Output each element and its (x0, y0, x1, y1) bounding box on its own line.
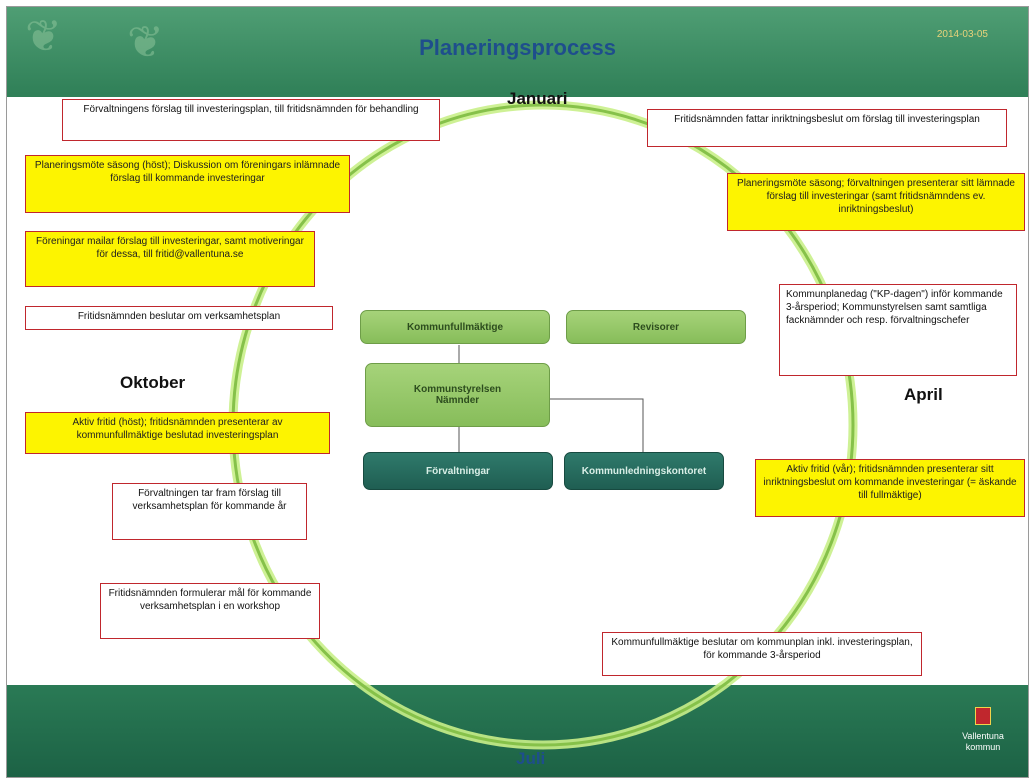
logo-line-2: kommun (965, 741, 1001, 752)
org-management-office: Kommunledningskontoret (564, 452, 724, 490)
step-direction-decision: Fritidsnämnden fattar inriktningsbeslut … (647, 109, 1007, 147)
step-active-leisure-spring: Aktiv fritid (vår); fritidsnämnden prese… (755, 459, 1025, 517)
org-board-committees: Kommunstyrelsen Nämnder (365, 363, 550, 427)
month-july: Juli (516, 749, 546, 768)
header-band: ❦ ❦ (7, 7, 1028, 97)
connector-board-office (550, 398, 644, 452)
crest-icon (975, 707, 991, 725)
org-council: Kommunfullmäktige (360, 310, 550, 344)
step-planning-meeting-spring: Planeringsmöte säsong; förvaltningen pre… (727, 173, 1025, 231)
vallentuna-logo: Vallentuna kommun (948, 707, 1018, 752)
org-administrations: Förvaltningar (363, 452, 553, 490)
month-january: Januari (507, 89, 568, 108)
wheat-decoration-icon: ❦ (25, 12, 62, 61)
org-auditors: Revisorer (566, 310, 746, 344)
step-planning-meeting-autumn: Planeringsmöte säsong (höst); Diskussion… (25, 155, 350, 213)
step-workshop-goals: Fritidsnämnden formulerar mål för komman… (100, 583, 320, 639)
wheat-decoration-icon: ❦ (127, 18, 164, 67)
logo-line-1: Vallentuna (962, 730, 1004, 741)
step-municipal-planning-day: Kommunplanedag ("KP-dagen") inför komman… (779, 284, 1017, 376)
month-october: Oktober (120, 373, 186, 392)
step-operations-plan-decision: Fritidsnämnden beslutar om verksamhetspl… (25, 306, 333, 330)
slide: ❦ ❦ Planeringsprocess 2014-03-05 Januari… (6, 6, 1029, 778)
step-admin-investment-proposal: Förvaltningens förslag till investerings… (62, 99, 440, 141)
step-admin-operations-proposal: Förvaltningen tar fram förslag till verk… (112, 483, 307, 540)
slide-date: 2014-03-05 (936, 29, 988, 40)
step-associations-mail-proposals: Föreningar mailar förslag till investeri… (25, 231, 315, 287)
footer-band (7, 685, 1028, 777)
step-active-leisure-autumn: Aktiv fritid (höst); fritidsnämnden pres… (25, 412, 330, 454)
month-april: April (904, 385, 943, 404)
page-title: Planeringsprocess (419, 35, 616, 60)
step-council-plan-decision: Kommunfullmäktige beslutar om kommunplan… (602, 632, 922, 676)
